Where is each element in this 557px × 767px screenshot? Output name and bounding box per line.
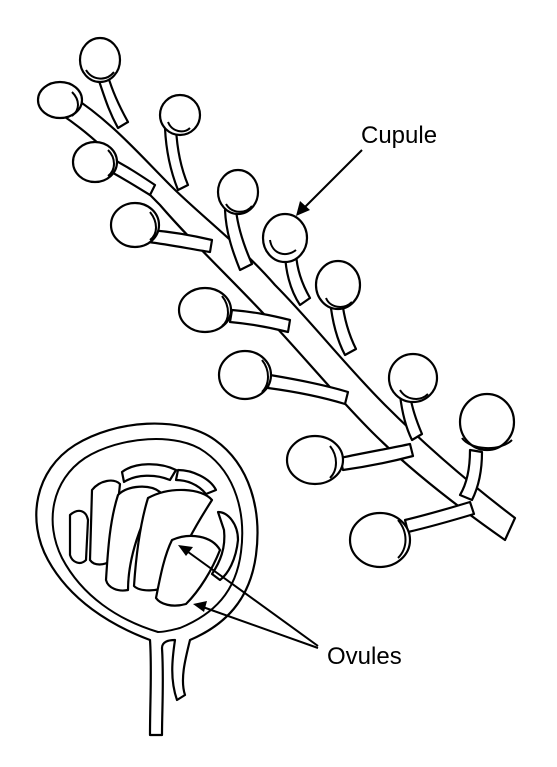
ovules-label-group: Ovules: [178, 545, 402, 670]
cupule: [216, 168, 260, 216]
ovules-arrowhead: [178, 545, 193, 556]
cupule-label-group: Cupule: [296, 122, 437, 216]
ovules-label: Ovules: [327, 643, 402, 670]
cupule: [285, 434, 345, 486]
branch: [36, 36, 517, 569]
ovules-leader-line: [199, 605, 319, 649]
cupule-section: [35, 422, 259, 737]
stalk: [163, 126, 190, 192]
stalk: [403, 500, 476, 534]
stalk: [283, 248, 312, 307]
cupule-cavity: [51, 438, 244, 633]
ovules: [68, 463, 240, 607]
cupule: [158, 93, 202, 137]
cupule: [36, 80, 84, 120]
cupule: [78, 36, 122, 84]
cupule: [261, 212, 309, 264]
stalk: [228, 308, 292, 334]
ovules-arrowhead: [193, 601, 207, 612]
cupule-leader-line: [301, 149, 363, 211]
cupule-arrowhead: [296, 201, 310, 216]
stalk: [338, 442, 415, 472]
cupule: [177, 286, 233, 334]
cupule: [348, 511, 412, 569]
cupule: [314, 259, 362, 311]
stalk: [266, 373, 350, 406]
stalk: [328, 298, 358, 357]
cupule: [217, 349, 273, 401]
ovules-leader-line: [183, 548, 319, 647]
stalk: [458, 448, 484, 502]
stalk: [223, 208, 254, 272]
stalk: [146, 228, 214, 254]
cupule: [458, 392, 516, 452]
cupule: [387, 352, 439, 404]
cupule: [109, 201, 161, 249]
cupule: [71, 140, 119, 184]
stalk: [96, 74, 130, 130]
cupule-label: Cupule: [361, 122, 437, 149]
